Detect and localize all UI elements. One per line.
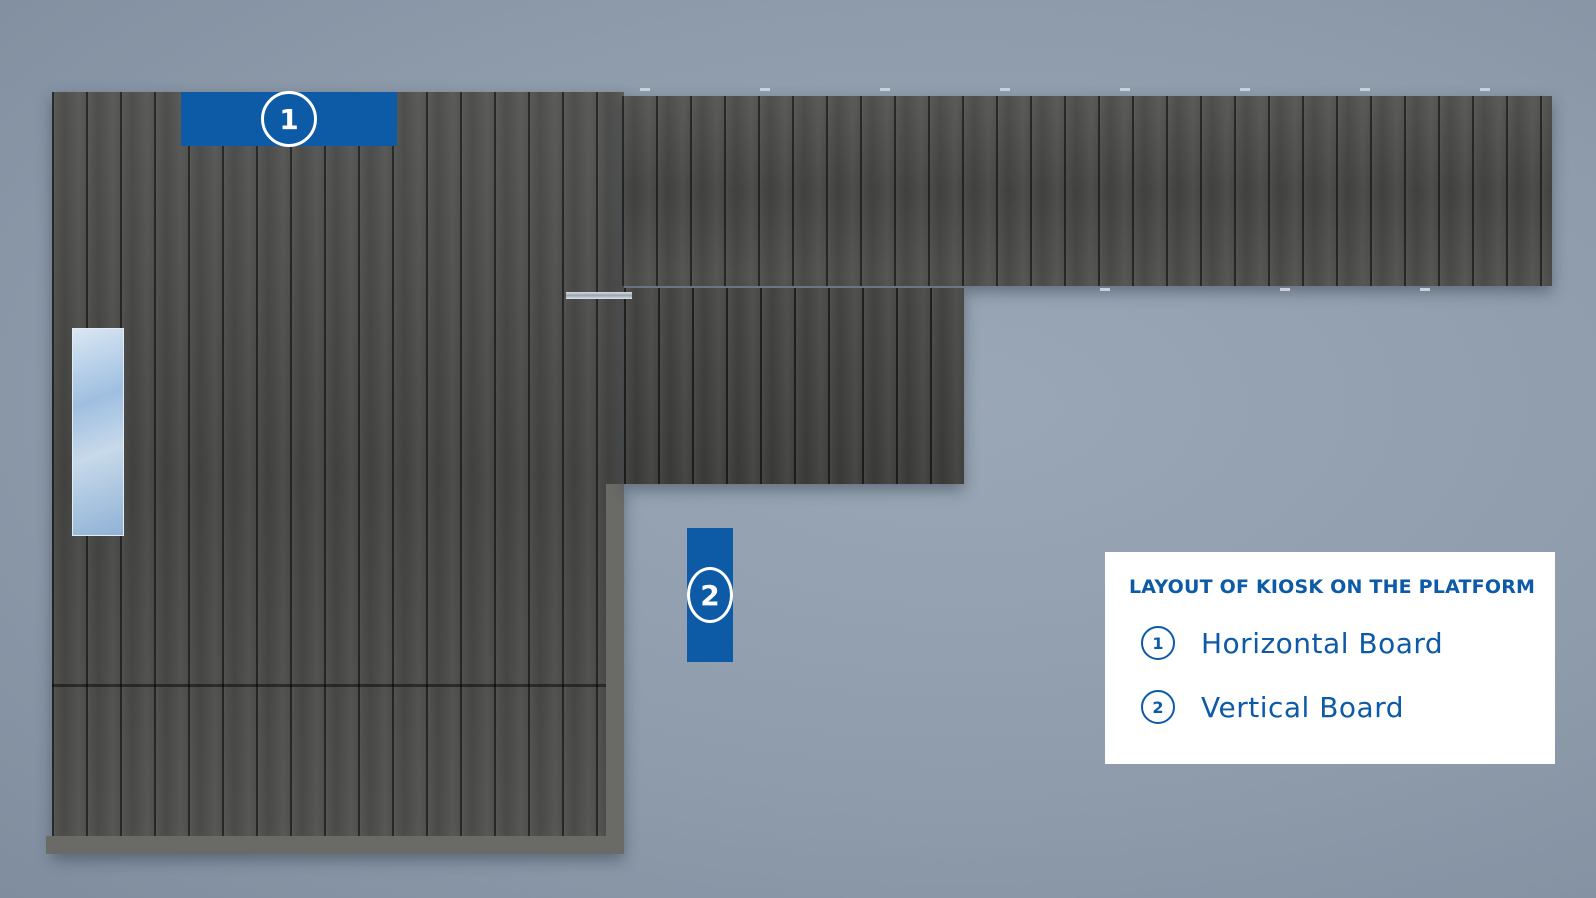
deck-right-edge	[606, 484, 624, 854]
legend-title: LAYOUT OF KIOSK ON THE PLATFORM	[1129, 576, 1536, 598]
legend-item: 2 Vertical Board	[1141, 690, 1555, 724]
bolt	[880, 88, 890, 91]
legend-label-horizontal: Horizontal Board	[1201, 626, 1444, 660]
bolt	[760, 88, 770, 91]
bolt	[1100, 288, 1110, 291]
bolt	[1420, 288, 1430, 291]
vertical-board-marker: 2	[687, 528, 733, 662]
bolt	[1000, 88, 1010, 91]
legend-number-1: 1	[1141, 626, 1175, 660]
bolt	[1240, 88, 1250, 91]
marker-number-2: 2	[687, 567, 733, 623]
deck-bottom-edge	[46, 836, 624, 854]
horizontal-board-marker: 1	[181, 91, 397, 147]
main-deck	[52, 92, 624, 854]
bolt	[1360, 88, 1370, 91]
kiosk-glass-panel	[72, 328, 124, 536]
handrail	[566, 292, 632, 299]
bolt	[1120, 88, 1130, 91]
legend-box: LAYOUT OF KIOSK ON THE PLATFORM 1 Horizo…	[1105, 552, 1555, 764]
bolt	[640, 88, 650, 91]
legend-number-2: 2	[1141, 690, 1175, 724]
bolt	[1280, 288, 1290, 291]
bolt	[1480, 88, 1490, 91]
deck-seam	[52, 684, 624, 687]
legend-label-vertical: Vertical Board	[1201, 690, 1404, 724]
top-walkway	[622, 96, 1552, 286]
middle-deck	[624, 288, 964, 484]
legend-item: 1 Horizontal Board	[1141, 626, 1555, 660]
marker-number-1: 1	[261, 91, 317, 147]
